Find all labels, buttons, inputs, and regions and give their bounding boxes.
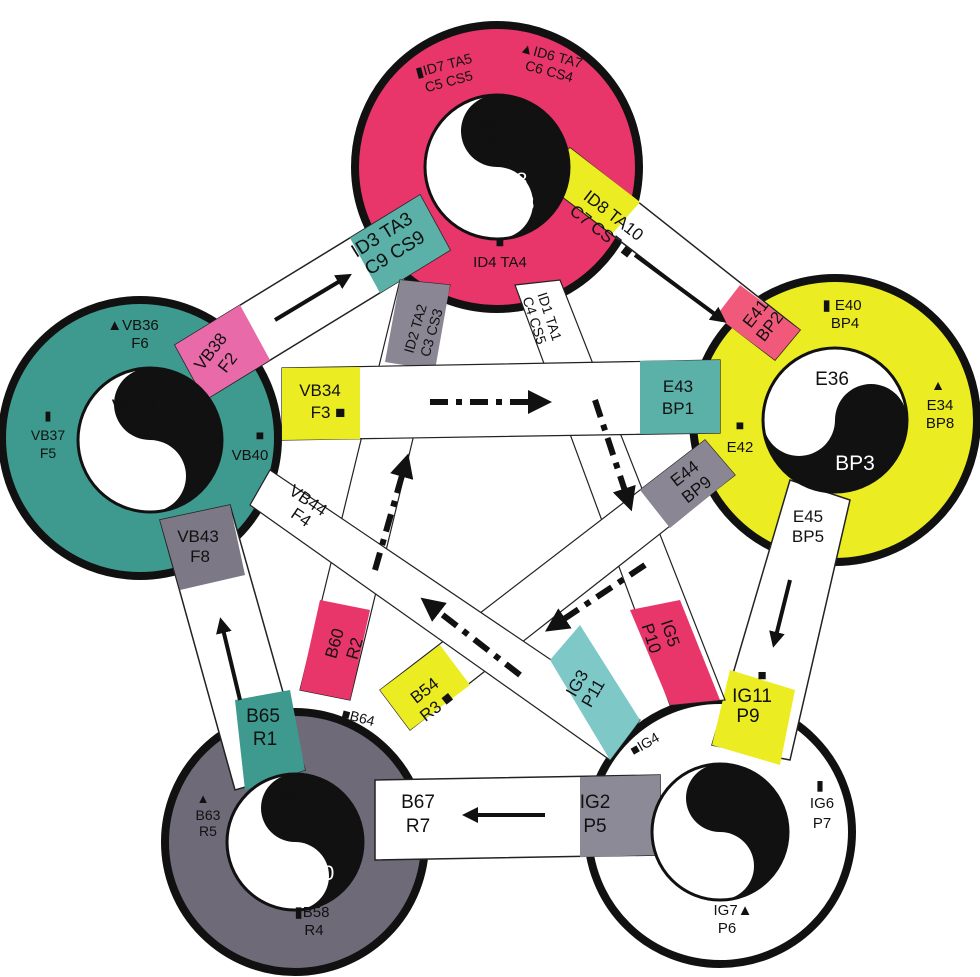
earth-inner-l2: E42 <box>727 439 754 456</box>
yinyang-water <box>225 772 365 912</box>
band-fire-metal-pink <box>630 600 720 705</box>
arrow-metal-to-wood <box>420 597 522 678</box>
metal-center-bottom: P8 <box>725 854 751 877</box>
fire-center-bottom1: C8 <box>501 169 528 192</box>
metal-from-earth-l1: ■ <box>757 667 766 684</box>
wood-from-water-l1: VB43 <box>177 527 219 546</box>
wood-to-earth-l1: VB34 <box>299 381 341 400</box>
fire-center-line2: TA6 <box>468 133 498 152</box>
yinyang-earth <box>761 346 909 494</box>
water-to-wood-l2: R1 <box>253 729 277 750</box>
earth-to-metal-l2: BP5 <box>792 527 824 546</box>
arrow-earth-to-metal <box>769 579 792 648</box>
earth-top-l1: ▮ E40 <box>822 297 861 314</box>
metal-center-top: IG1 <box>690 779 721 800</box>
earth-from-wood-l1: E43 <box>663 377 693 396</box>
band-metal-wood-teal <box>550 625 640 760</box>
wood-left-l2: VB37 <box>31 427 65 443</box>
wood-to-earth-l2: F3 ■ <box>311 403 346 422</box>
metal-bottom-l1: IG7▲ <box>713 902 752 919</box>
water-bottom-l1: ▮B58 <box>295 904 330 921</box>
water-left-l2: B63 <box>196 807 221 823</box>
band-earth-metal-yellow <box>712 670 795 765</box>
band-water-wood-green <box>235 690 305 790</box>
yinyang-wood <box>76 366 224 514</box>
water-center-top: B66 <box>265 787 299 808</box>
metal-right-l2: IG6 <box>810 795 834 812</box>
metal-to-water-l2: P5 <box>583 816 606 837</box>
wood-inner-l2: VB40 <box>232 447 269 464</box>
water-bottom-l2: R4 <box>304 922 323 939</box>
fire-center-line1: ID5 <box>470 113 496 132</box>
wood-inner-l1: ■ <box>256 427 264 443</box>
yinyang-metal <box>650 762 790 902</box>
wood-top-l2: F6 <box>131 335 149 352</box>
metal-to-water-l1: IG2 <box>580 792 611 813</box>
wood-top-l1: ▲VB36 <box>107 317 159 334</box>
arrow-wood-to-fire <box>273 273 352 322</box>
band-wood-fire-teal <box>350 195 450 293</box>
wood-left-l1: ▮ <box>44 408 51 423</box>
band-earth-water-grey <box>640 440 735 528</box>
band-water-fire-red <box>300 600 370 700</box>
earth-right-l2: E34 <box>927 397 954 414</box>
band-wood-earth-teal <box>640 360 720 434</box>
inner-bands <box>249 279 736 761</box>
arrow-water-to-fire <box>372 453 414 571</box>
water-left-l3: R5 <box>199 823 217 839</box>
earth-from-wood-l2: BP1 <box>662 399 694 418</box>
arrows <box>216 253 792 823</box>
metal-from-earth-l2: IG11 <box>732 686 772 707</box>
earth-right-l1: ▲ <box>931 377 945 393</box>
water-left-l1: ▲ <box>197 791 210 806</box>
metal-from-earth-l3: P9 <box>736 706 759 727</box>
water-from-metal-l1: B67 <box>401 792 435 813</box>
wood-from-water-l2: F8 <box>190 547 210 566</box>
wood-left-l3: F5 <box>40 445 57 461</box>
water-from-metal-l2: R7 <box>406 816 430 837</box>
fire-center-bottom2: CS8 <box>494 192 535 215</box>
arrow-fire-to-earth <box>633 253 727 323</box>
metal-right-l3: P7 <box>813 815 831 832</box>
band-fire-earth-pink <box>716 285 800 360</box>
metal-bottom-l2: P6 <box>718 920 736 937</box>
wood-center-top: VB41 <box>112 397 158 418</box>
band-wood-fire-pink <box>175 305 270 400</box>
band-earth-water-yellow <box>380 645 470 730</box>
arrow-water-to-wood <box>216 617 242 701</box>
band-water-fire-grey <box>385 280 450 370</box>
wood-center-bottom: F1 <box>153 472 178 495</box>
band-wood-earth-yellow <box>282 367 360 440</box>
water-center-bottom: R10 <box>296 862 335 885</box>
ring-point-labels: ▮ID7 TA5 C5 CS5 ▲ID6 TA7 C6 CS4 ▮ E40 BP… <box>31 39 954 939</box>
fire-bottom-l1: ■ <box>496 234 504 250</box>
band-water-wood-grey <box>160 505 245 590</box>
earth-right-l3: BP8 <box>926 415 954 432</box>
earth-to-metal-l1: E45 <box>793 507 823 526</box>
metal-right-l1: ▮ <box>816 777 824 793</box>
fire-bottom-l2: ID4 TA4 <box>473 254 527 271</box>
arrow-earth-to-water <box>545 562 647 632</box>
yinyang-fire <box>423 93 571 241</box>
earth-top-l2: BP4 <box>831 315 859 332</box>
center-labels: ID5 TA6 C8 CS8 E36 BP3 IG1 P8 B66 R10 VB… <box>112 113 875 885</box>
earth-center-bottom: BP3 <box>835 452 875 475</box>
earth-inner-l1: ■ <box>736 417 744 433</box>
band-metal-water-grey <box>580 775 660 857</box>
arrow-fire-to-metal <box>592 399 636 512</box>
water-to-wood-l1: B65 <box>246 706 280 727</box>
earth-center-top: E36 <box>815 369 849 390</box>
